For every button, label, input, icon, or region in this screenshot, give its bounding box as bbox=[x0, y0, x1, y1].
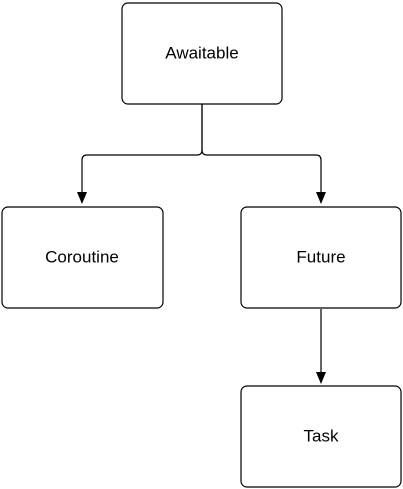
node-task-box bbox=[240, 385, 402, 488]
node-future: Future bbox=[240, 206, 402, 309]
edge-awaitable-to-coroutine bbox=[81, 104, 203, 193]
node-task-label: Task bbox=[304, 426, 339, 445]
node-awaitable-box bbox=[121, 2, 283, 105]
node-coroutine: Coroutine bbox=[1, 206, 164, 309]
arrowhead-future bbox=[316, 192, 326, 204]
node-future-label: Future bbox=[296, 247, 345, 266]
edge-awaitable-to-future bbox=[201, 104, 322, 193]
node-awaitable: Awaitable bbox=[121, 2, 283, 105]
node-awaitable-label: Awaitable bbox=[165, 43, 238, 62]
node-coroutine-label: Coroutine bbox=[45, 247, 119, 266]
diagram-edges bbox=[77, 104, 326, 384]
arrowhead-task bbox=[316, 372, 326, 384]
node-task: Task bbox=[240, 385, 402, 488]
node-coroutine-box bbox=[1, 206, 164, 309]
node-future-box bbox=[240, 206, 402, 309]
arrowhead-coroutine bbox=[77, 192, 87, 204]
